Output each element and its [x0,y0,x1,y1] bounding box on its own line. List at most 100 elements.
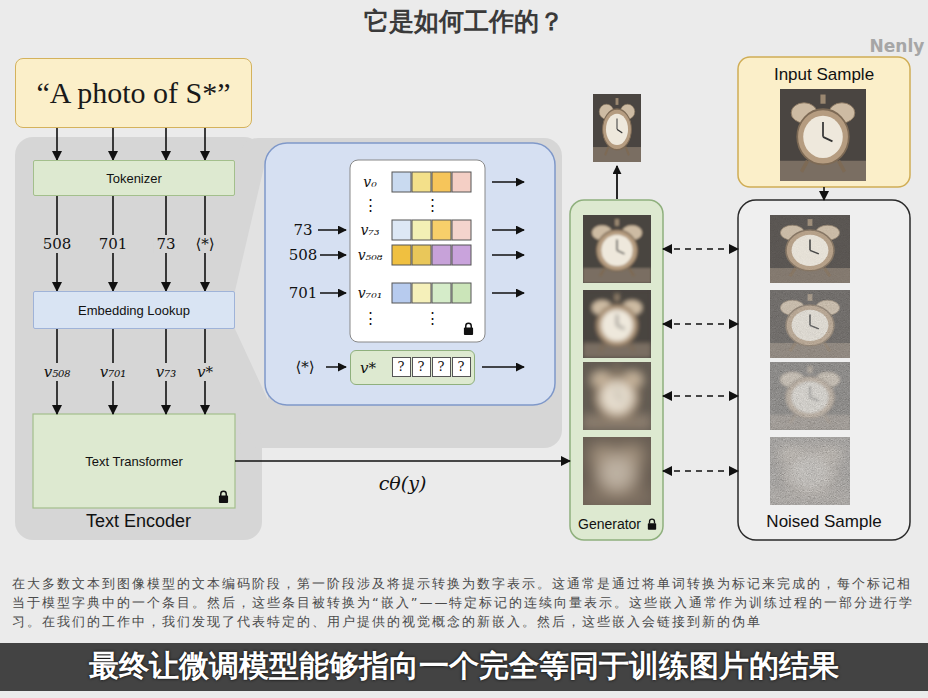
generated-image [583,290,651,358]
generated-image [583,362,651,430]
embedding-cells [452,245,471,265]
noised-image [770,362,850,430]
node-text: Tokenizer [106,171,162,186]
edge-label: v₇₀₁ [97,363,130,381]
lock-icon [648,519,656,530]
edge-label: ⟨*⟩ [192,235,217,253]
output-image [593,94,641,162]
output-image [593,94,641,162]
input-sample-box: Input Sample [738,57,910,187]
dashed-connector [663,323,738,325]
noised-image [770,437,850,505]
noised-image [770,437,850,505]
generated-image [583,437,651,505]
generated-image [583,290,651,358]
connector [235,460,570,462]
connector [204,128,206,160]
node-text: Noised Sample [766,512,881,532]
placeholder-token: ⟨*⟩ [295,358,314,376]
panel-arrows [326,366,346,368]
panel-arrows [492,181,524,183]
embedding-cells [432,172,451,192]
unknown-cell: ? [392,357,411,377]
description-paragraph: 在大多数文本到图像模型的文本编码阶段，第一阶段涉及将提示转换为数字表示。这通常是… [12,574,918,631]
panel-arrows [492,292,524,294]
node-text: Input Sample [774,65,874,85]
noised-image [770,362,850,430]
generated-image [583,215,651,283]
zoom-fan [235,150,268,400]
embedding-cells [412,245,431,265]
input-image [780,89,866,181]
embedding-cells [412,283,431,303]
generated-image [583,215,651,283]
panel-arrows [320,254,346,256]
node-text: Embedding Lookup [78,303,190,318]
panel-arrows [482,366,524,368]
noised-image [770,290,850,358]
ellipsis: ⋮ [363,309,378,327]
dashed-connector [663,470,738,472]
noised-image [770,362,850,430]
text-encoder-region: Text Encoder TokenizerEmbedding LookupTex… [15,137,262,540]
embedding-lookup-box: Embedding Lookup [33,291,235,329]
embedding-panel [265,143,555,405]
node-text: Text Encoder [86,511,191,532]
edge-label: v* [194,363,216,381]
noised-sample-box: Noised Sample [738,200,910,540]
ellipsis: ⋮ [425,196,440,214]
token-id: 73 [293,221,312,239]
generated-image [583,437,651,505]
text-transformer-box: Text Transformer [33,414,235,508]
generated-image [583,437,651,505]
embedding-cells [412,220,431,240]
ellipsis: ⋮ [363,196,378,214]
node-text: Text Transformer [85,454,183,469]
generator-fill [570,200,663,540]
panel-arrows [320,292,346,294]
embedding-cells [432,220,451,240]
unknown-cell: ? [432,357,451,377]
unknown-cell: ? [412,357,431,377]
connector [56,128,58,160]
generated-image [583,362,651,430]
noised-image [770,437,850,505]
node-text: “A photo of S*” [36,76,230,110]
dashed-connector [663,395,738,397]
noised-image [770,437,850,505]
unknown-cell: ? [452,357,471,377]
embedding-cells [432,283,451,303]
embedding-cells [452,220,471,240]
generated-image [583,290,651,358]
embedding-cells [392,220,411,240]
embedding-cells [392,283,411,303]
input-sample-fill [738,57,910,187]
noised-image [770,362,850,430]
edge-label: 701 [96,235,131,253]
noised-image [770,290,850,358]
vector-name: v₅₀₈ [358,247,383,263]
page-title: 它是如何工作的？ [0,5,928,38]
video-subtitle: 最终让微调模型能够指向一个完全等同于训练图片的结果 [89,646,839,687]
noised-image [770,362,850,430]
embedding-cells [452,172,471,192]
panel-arrows [318,229,346,231]
edge-label: 73 [153,235,178,253]
noised-image [770,437,850,505]
text-encoder-ground [15,137,262,540]
generated-image [583,362,651,430]
lock-icon [464,323,473,335]
edge-label: 508 [40,235,75,253]
generated-image [583,437,651,505]
noised-image [770,215,850,283]
embedding-cells [412,172,431,192]
panel-arrows [318,182,524,367]
generated-image [583,290,651,358]
generated-image [583,215,651,283]
node-text: Generator [578,516,641,532]
vector-name: v₇₀₁ [358,285,383,301]
noised-image [770,437,850,505]
embedding-cells [392,172,411,192]
